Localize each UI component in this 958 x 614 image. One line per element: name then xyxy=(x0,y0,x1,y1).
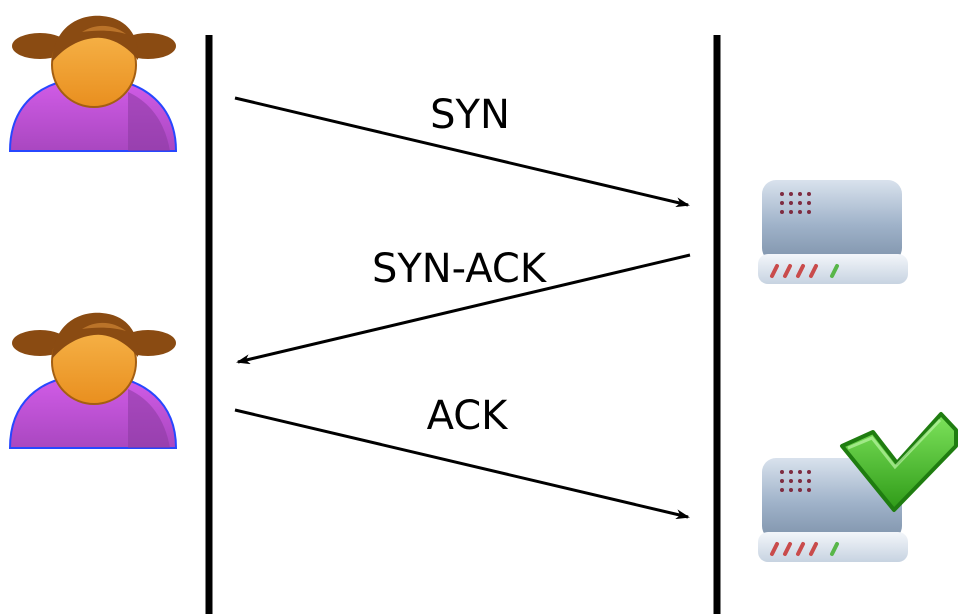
ack-label: ACK xyxy=(427,393,510,439)
client-person-icon xyxy=(8,312,178,449)
syn-label: SYN xyxy=(430,92,510,138)
client-person-icon xyxy=(8,15,178,152)
syn-ack-label: SYN-ACK xyxy=(372,246,548,292)
syn-arrow xyxy=(234,96,690,208)
ack-arrow xyxy=(234,408,690,520)
server-icon xyxy=(758,458,908,562)
server-icon xyxy=(758,180,908,284)
syn-ack-arrow xyxy=(236,253,691,365)
checkmark-icon xyxy=(840,412,958,512)
